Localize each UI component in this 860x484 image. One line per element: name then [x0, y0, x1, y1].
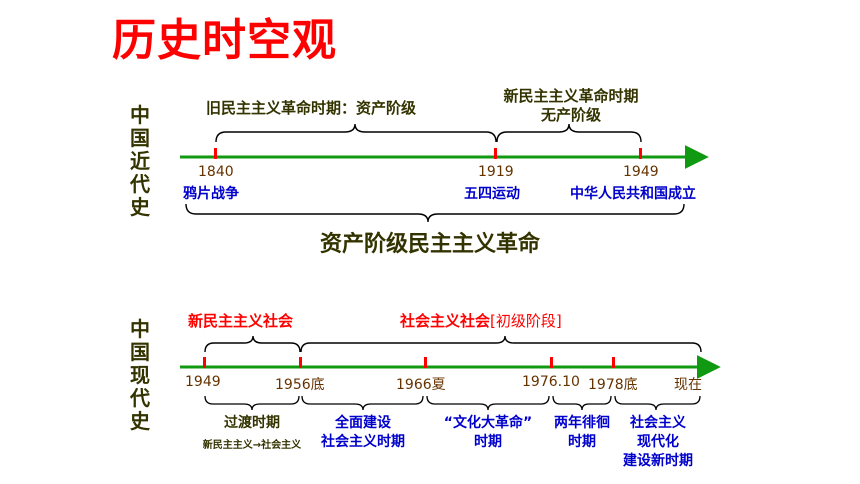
- year-1919: 1919: [478, 164, 514, 180]
- page-title: 历史时空观: [112, 15, 337, 66]
- brace-new-democratic-society: [204, 335, 301, 353]
- stage-modernization-line1: 社会主义: [630, 415, 686, 431]
- year-1966-summer: 1966夏: [396, 377, 446, 393]
- stage-two-years-line2: 时期: [568, 434, 596, 450]
- era-new-democratic-society: 新民主主义社会: [188, 312, 294, 330]
- stage-cultural-revolution-line2: 时期: [474, 434, 502, 450]
- modern-history-label: 中国近代史: [130, 103, 150, 219]
- stage-modernization-line3: 建设新时期: [623, 453, 693, 469]
- year-1978-end: 1978底: [588, 377, 638, 393]
- contemporary-history-label: 中国现代史: [130, 317, 150, 433]
- brace-socialist-society: [300, 335, 702, 353]
- stage-cultural-revolution-line1: “文化大革命”: [443, 415, 533, 431]
- brace-cultural-revolution: [426, 395, 550, 411]
- brace-transition: [204, 395, 300, 411]
- stage-transition-line2: 新民主主义→社会主义: [202, 440, 302, 451]
- tick-1840: [214, 148, 217, 159]
- tick-1949: [639, 148, 642, 159]
- year-1956-end: 1956底: [275, 377, 325, 393]
- era-socialist-society-suffix: [初级阶段]: [490, 312, 562, 330]
- summary-bourgeois-revolution: 资产阶级民主主义革命: [319, 232, 540, 257]
- brace-modernization: [614, 395, 701, 411]
- period-new-democratic-line2: 无产阶级: [540, 106, 601, 124]
- event-prc-founding: 中华人民共和国成立: [570, 186, 696, 202]
- stage-two-years-line1: 两年徘徊: [554, 415, 610, 431]
- event-may-fourth: 五四运动: [464, 186, 520, 202]
- period-old-democratic: 旧民主主义革命时期：资产阶级: [206, 99, 417, 117]
- year-1949-contemporary: 1949: [185, 374, 221, 390]
- stage-transition-line1: 过渡时期: [224, 415, 280, 431]
- stage-modernization-line2: 现代化: [637, 434, 679, 450]
- era-socialist-society-label: 社会主义社会: [400, 312, 491, 330]
- year-1840: 1840: [198, 164, 234, 180]
- tick-1976: [550, 357, 553, 368]
- brace-full-construction: [301, 395, 424, 411]
- tick-1949b: [203, 357, 206, 368]
- year-present: 现在: [674, 377, 702, 393]
- brace-bourgeois-revolution: [185, 203, 685, 223]
- event-opium-war: 鸦片战争: [183, 186, 239, 202]
- brace-two-years: [552, 395, 612, 411]
- year-1949: 1949: [623, 164, 659, 180]
- tick-1966: [424, 357, 427, 368]
- brace-new-democratic: [496, 123, 642, 143]
- brace-old-democratic: [215, 123, 497, 143]
- tick-1978: [612, 357, 615, 368]
- stage-full-construction-line1: 全面建设: [335, 415, 391, 431]
- tick-1919: [494, 148, 497, 159]
- era-socialist-society: 社会主义社会[初级阶段]: [400, 310, 562, 331]
- period-new-democratic-line1: 新民主主义革命时期: [503, 87, 639, 105]
- year-1976-10: 1976.10: [522, 374, 580, 390]
- tick-1956: [299, 357, 302, 368]
- stage-full-construction-line2: 社会主义时期: [321, 434, 405, 450]
